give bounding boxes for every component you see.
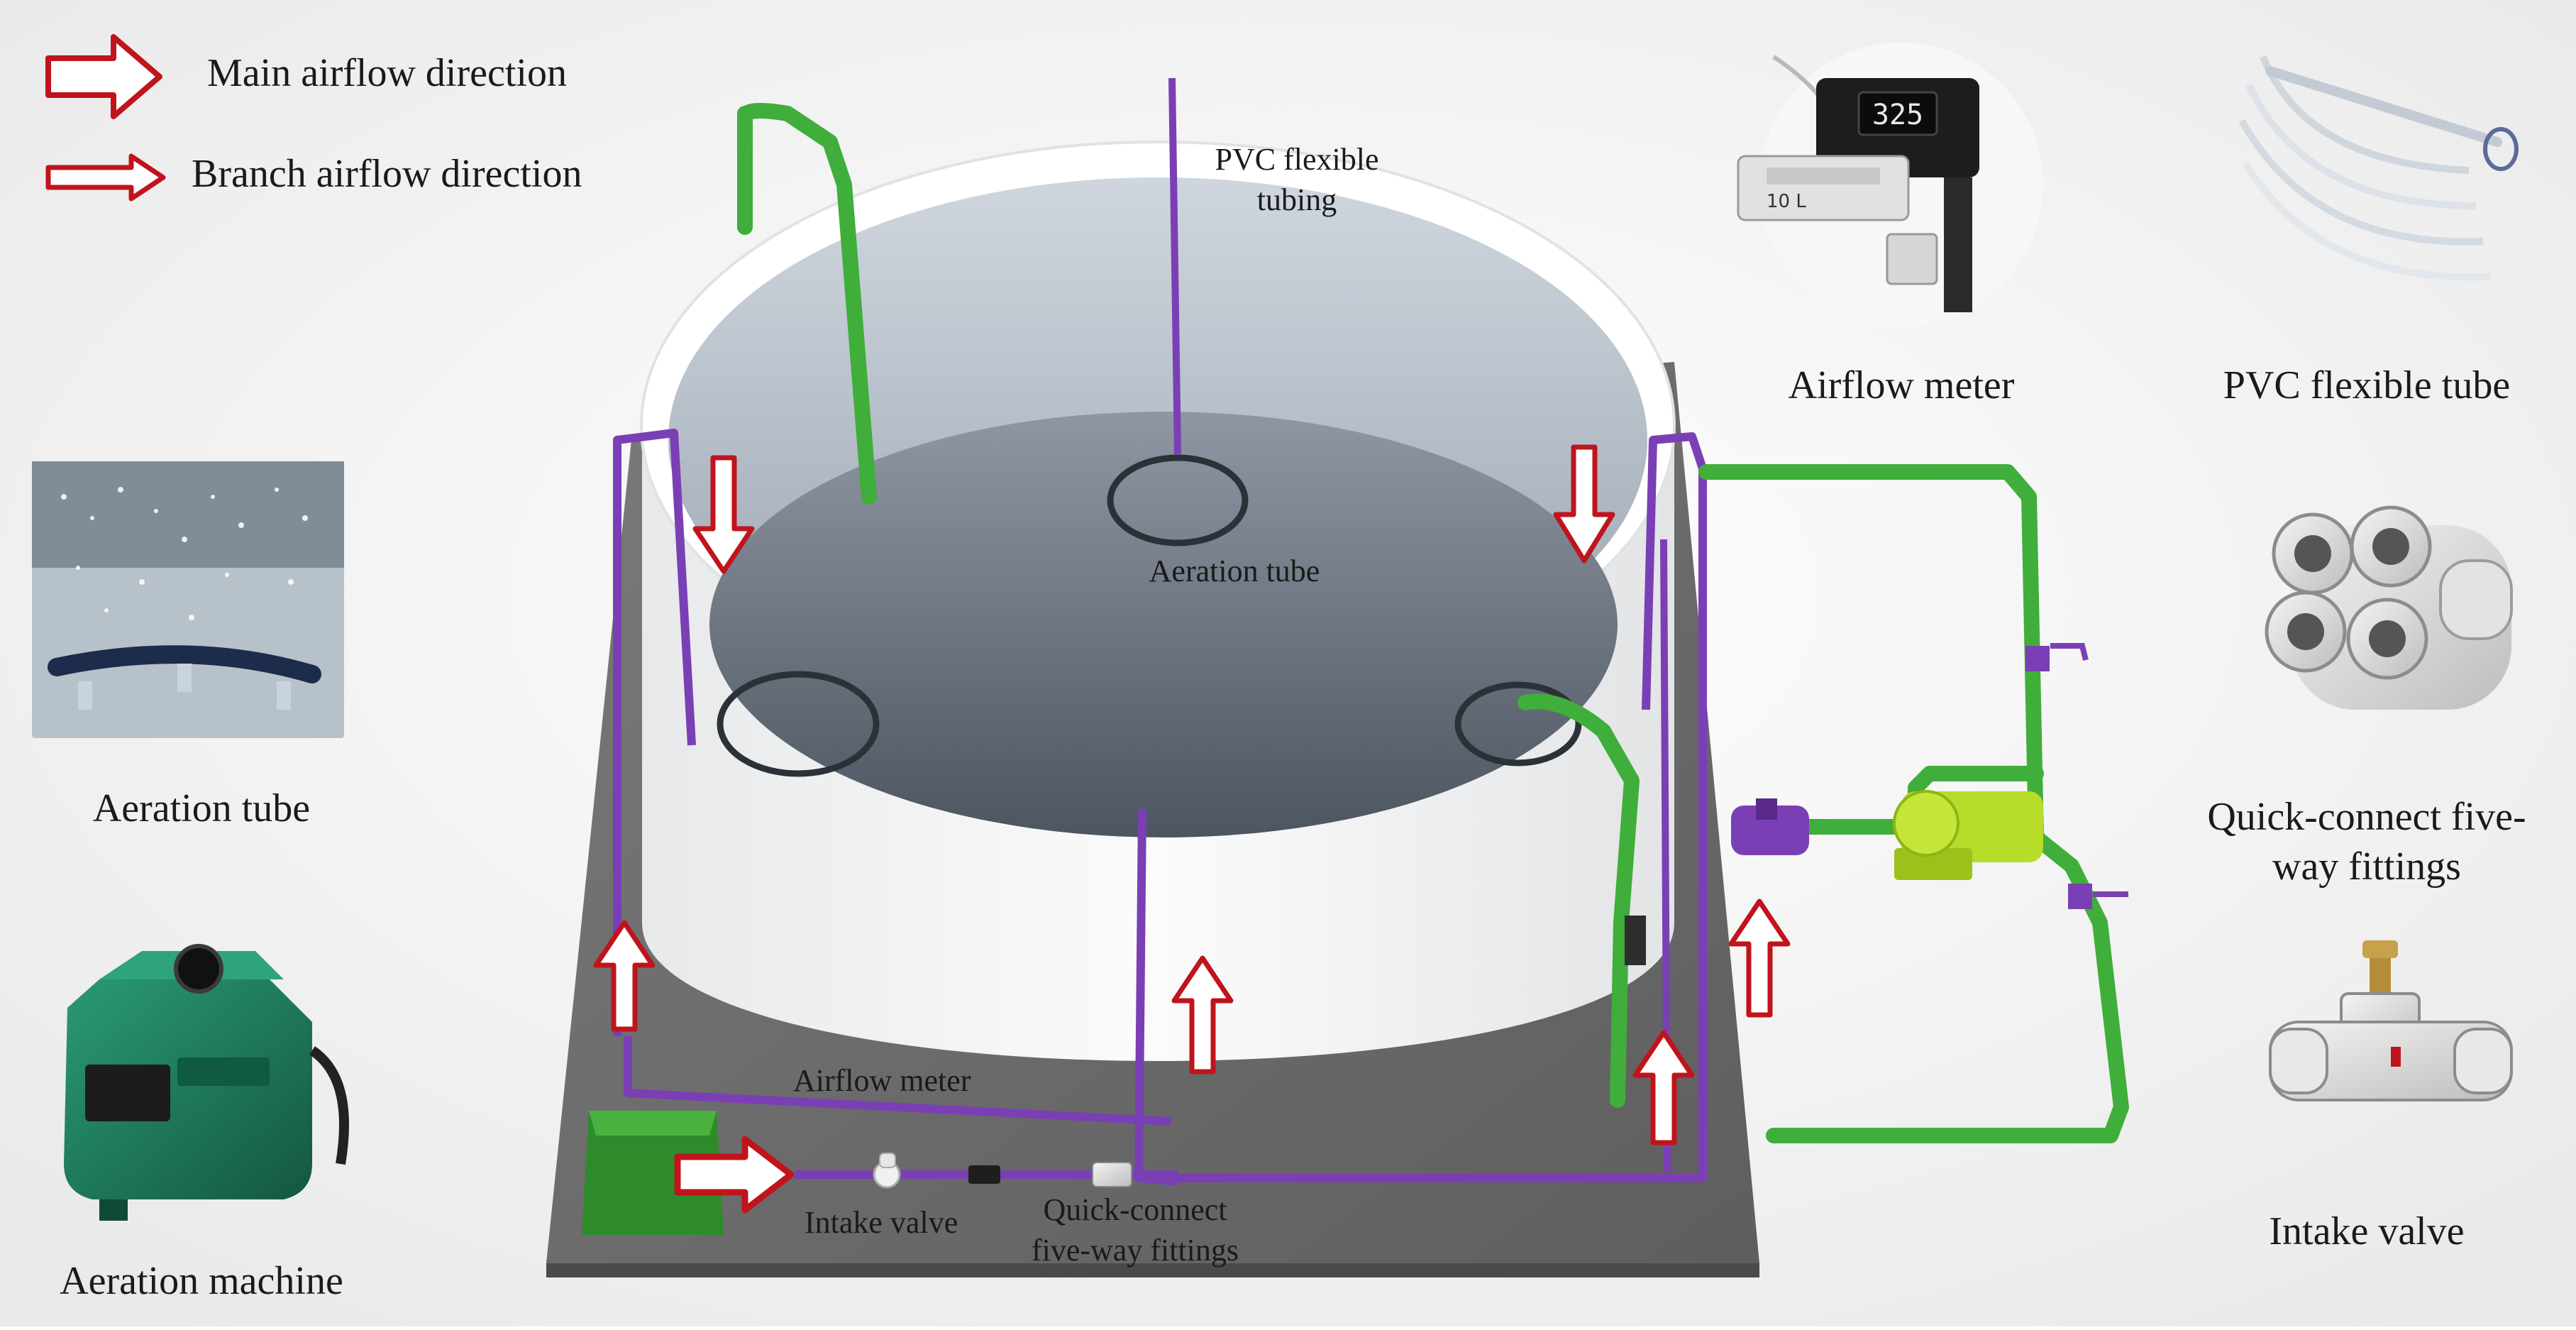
branch-arrow-down-right: [1553, 444, 1615, 564]
branch-arrow-up-right: [1728, 898, 1791, 1018]
branch-arrow-down-left: [692, 455, 755, 574]
aeration-ring-center: [1107, 454, 1249, 546]
quick-connect-bottom-line1: Quick-connect: [1043, 1192, 1227, 1227]
purple-tube-left-inner: [624, 1036, 1171, 1126]
aeration-tube-photo: [32, 461, 344, 738]
airflow-meter-bottom-label: Airflow meter: [793, 1063, 971, 1098]
ball-valve-handle: [1756, 798, 1777, 820]
pvc-flexible-tube-component-label: PVC flexible tube: [2223, 363, 2511, 407]
quick-connect-component-label: Quick-connect five- way fittings: [2207, 792, 2526, 891]
quick-connect-bottom-label: Quick-connect five-way fittings: [1032, 1189, 1239, 1270]
green-pipe-front-right: [1518, 693, 1640, 1108]
machine-box: [582, 1111, 724, 1235]
pvc-tube-photo: [2238, 55, 2519, 281]
legend-main-arrow: [45, 34, 162, 119]
legend-branch-arrow: [45, 153, 166, 202]
pvc-flexible-tubing-line1: PVC flexible: [1215, 142, 1379, 177]
right-connector-2: [2068, 884, 2092, 909]
legend-main-label: Main airflow direction: [207, 51, 567, 95]
branch-arrow-up-left: [593, 920, 656, 1032]
quick-connect-bottom-line2: five-way fittings: [1031, 1233, 1239, 1268]
inline-meter: [968, 1165, 1000, 1184]
purple-tube-center: [1168, 77, 1181, 455]
ball-valve: [1731, 806, 1809, 855]
branch-arrow-up-center: [1171, 955, 1234, 1075]
pump-base: [1894, 848, 1972, 880]
purple-tube-left: [613, 429, 696, 1036]
aeration-tube-component-label: Aeration tube: [92, 786, 311, 830]
right-connector-1: [2025, 646, 2050, 671]
right-connector-1-stub: [2050, 643, 2089, 661]
pump-housing: [1893, 790, 1959, 857]
down-arrows: [692, 444, 1615, 574]
pvc-flexible-tubing-line2: tubing: [1256, 182, 1337, 218]
meter-display: 325: [1872, 99, 1923, 131]
inline-fitting: [1092, 1162, 1132, 1187]
main-arrow-from-machine: [674, 1136, 795, 1214]
intake-valve-cap: [879, 1153, 896, 1168]
base-plate-edge: [546, 1263, 1759, 1277]
quick-connect-component-line1: Quick-connect five-: [2207, 795, 2526, 839]
aeration-ring-left: [717, 671, 880, 777]
green-pipe-right-frame: [1698, 464, 2129, 1143]
purple-tube-right: [1178, 432, 1707, 1182]
intake-valve-bottom-label: Intake valve: [805, 1205, 958, 1240]
airflow-meter-component-label: Airflow meter: [1788, 363, 2015, 407]
machine-box-top: [589, 1111, 717, 1136]
pvc-flexible-tubing-label: PVC flexible tubing: [1215, 139, 1379, 220]
quick-connect-photo: [2265, 505, 2513, 710]
aeration-machine-photo: [64, 944, 349, 1221]
up-arrows: [593, 898, 1791, 1145]
intake-valve-component-label: Intake valve: [2269, 1209, 2465, 1253]
aeration-tube-center-label: Aeration tube: [1149, 554, 1320, 588]
aeration-ring-right: [1454, 681, 1582, 766]
legend-branch-label: Branch airflow direction: [192, 152, 582, 196]
water-surface: [709, 412, 1618, 837]
green-pipe-left: [737, 103, 877, 505]
branch-arrow-up-front-right: [1632, 1030, 1695, 1145]
intake-valve-photo: [2269, 940, 2513, 1101]
airflow-meter-photo: 325 10 L: [1737, 43, 2043, 326]
quick-connect-component-line2: way fittings: [2272, 845, 2461, 889]
meter-tag: 10 L: [1767, 191, 1806, 212]
aeration-machine-component-label: Aeration machine: [60, 1259, 343, 1303]
black-clamp: [1625, 916, 1646, 965]
